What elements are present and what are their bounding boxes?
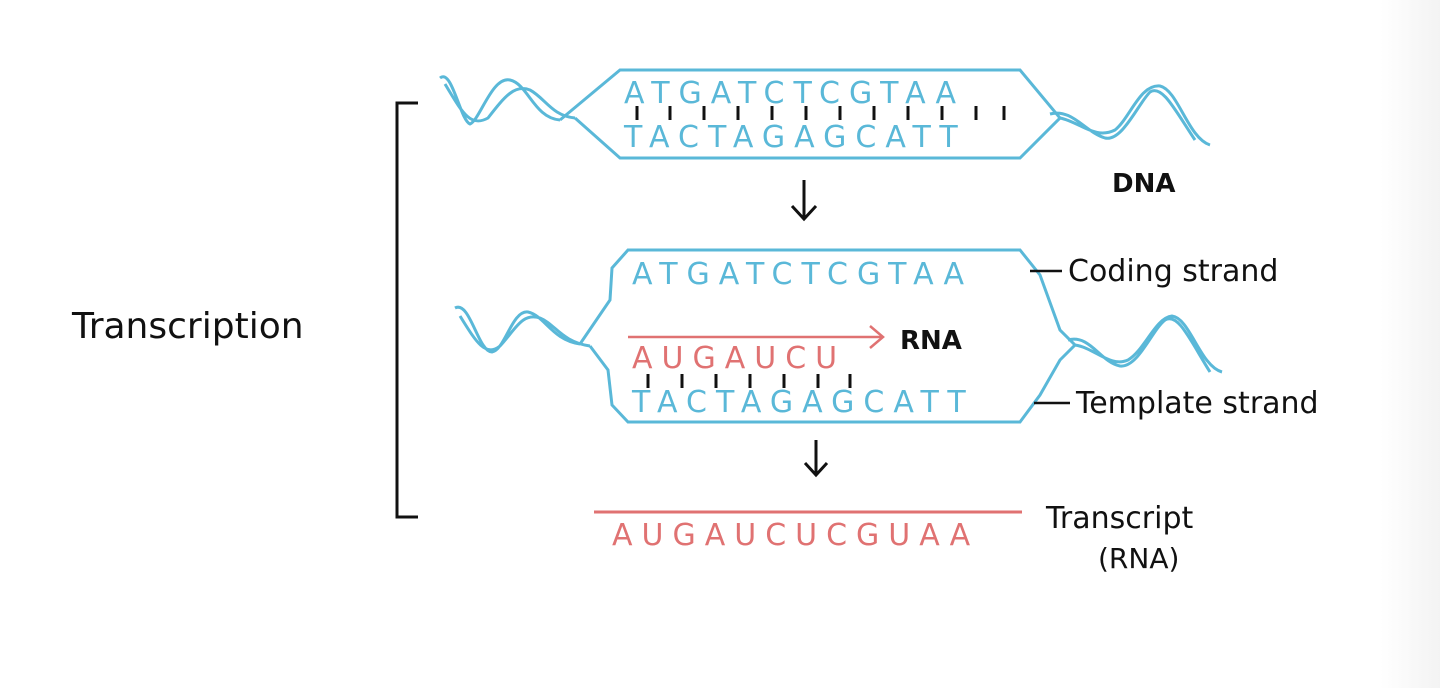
open-dna: ATGATCTCGTAA AUGAUCU TACTAGAGCATT [454,248,1223,424]
top-dna-right-twist [1049,84,1211,147]
transcript-sequence: AUGAUCUCGUAA [612,518,979,553]
rna-partial-sequence: AUGAUCU [632,341,846,376]
top-dna-left-twist [439,75,576,126]
top-dna-upper-strand: ATGATCTCGTAA [624,76,965,111]
rna-template-base-pairs [646,374,852,388]
transcript-label-line1: Transcript [1045,501,1193,536]
transcript-label-line2: (RNA) [1098,542,1179,575]
template-strand-sequence: TACTAGAGCATT [631,385,975,420]
top-dna-base-pairs [635,106,1006,120]
arrow-right-icon [628,325,885,349]
rna-label: RNA [900,326,962,356]
bracket-icon [395,101,418,519]
arrow-down-icon [803,440,829,478]
coding-strand-label: Coding strand [1068,254,1278,289]
top-dna-lower-strand: TACTAGAGCATT [623,120,967,155]
open-dna-right-twist [1067,314,1223,374]
template-strand-label: Template strand [1075,386,1319,421]
transcription-label: Transcription [71,306,304,347]
coding-strand-sequence: ATGATCTCGTAA [632,257,973,292]
page-edge-shade [1380,0,1440,688]
dna-label: DNA [1112,169,1175,199]
open-dna-left-twist [454,305,591,354]
arrow-down-icon [790,180,818,222]
top-dna: ATGATCTCGTAA TACTAGAGCATT [439,68,1211,160]
